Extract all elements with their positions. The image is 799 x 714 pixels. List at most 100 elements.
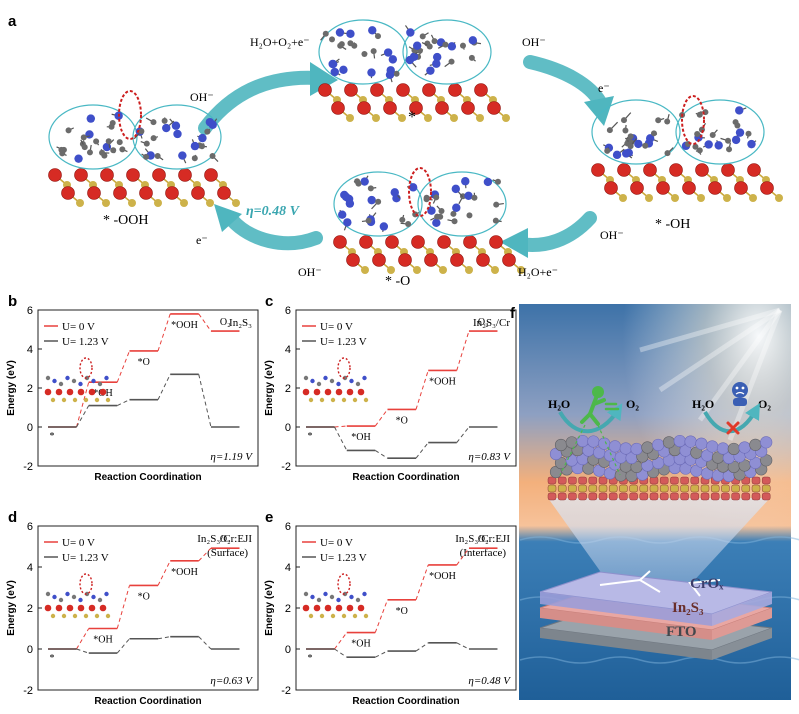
- energy-connector: [198, 547, 212, 562]
- oxygen-atom: [77, 388, 85, 396]
- nitrogen-atom: [432, 59, 441, 68]
- nitrogen-atom: [368, 26, 377, 35]
- step-bottom-left-in: OH⁻: [298, 265, 322, 279]
- sulfur-atom: [741, 484, 751, 493]
- ligand-atom: [362, 375, 367, 381]
- left-reactant: H₂O: [548, 397, 570, 411]
- oxygen-atom: [55, 388, 63, 396]
- carbon-atom: [138, 128, 145, 135]
- energy-connector: [157, 636, 171, 640]
- ligand-atom: [310, 594, 315, 600]
- nitrogen-atom: [74, 154, 83, 163]
- nitrogen-atom: [208, 120, 217, 129]
- carbon-atom: [662, 436, 676, 449]
- cycle-arrowhead-top-left: [310, 62, 338, 96]
- sulfur-atom: [105, 613, 111, 619]
- oxygen-atom: [66, 604, 74, 612]
- oxygen-atom: [649, 492, 659, 501]
- nitrogen-atom: [426, 66, 435, 75]
- oxygen-atom: [152, 168, 166, 182]
- sulfur-atom: [659, 484, 669, 493]
- carbon-atom: [80, 134, 87, 141]
- oxygen-atom: [302, 604, 310, 612]
- nitrogen-atom: [447, 42, 457, 51]
- nitrogen-atom: [461, 177, 470, 186]
- sulfur-atom: [50, 613, 56, 619]
- energy-connector: [334, 425, 347, 428]
- nitrogen-atom: [406, 28, 415, 37]
- carbon-atom: [664, 118, 671, 125]
- oxygen-atom: [659, 492, 669, 501]
- legend-label: U= 0 V: [320, 537, 353, 549]
- oxygen-atom: [670, 492, 679, 501]
- carbon-atom: [459, 42, 466, 49]
- oxygen-atom: [191, 186, 205, 200]
- carbon-atom: [204, 128, 211, 135]
- ligand-atom: [97, 381, 103, 387]
- carbon-atom: [150, 135, 157, 142]
- carbon-atom: [493, 201, 500, 208]
- oxygen-atom: [734, 181, 748, 195]
- sulfur-atom: [180, 199, 188, 207]
- carbon-atom: [393, 70, 400, 77]
- active-site-highlight: [79, 357, 93, 379]
- y-tick-label: 6: [27, 305, 33, 317]
- y-tick-label: 2: [285, 603, 291, 615]
- sulfur-atom: [450, 114, 458, 122]
- left-reaction-arrow: [558, 403, 623, 434]
- sulfur-atom: [476, 114, 484, 122]
- energy-connector: [456, 330, 470, 371]
- oxygen-atom: [77, 604, 85, 612]
- cluster-outline: [675, 99, 765, 165]
- panel-title: In₂S₃/Cr:EJI: [197, 533, 252, 545]
- sulfur-atom: [72, 613, 78, 619]
- overpotential-label: η=1.19 V: [210, 451, 253, 463]
- panel-subtitle: (Interface): [460, 547, 507, 559]
- carbon-atom: [442, 41, 449, 48]
- left-product: O₂: [626, 397, 639, 411]
- carbon-atom: [59, 150, 66, 157]
- step-bottom-left-out: e⁻: [196, 233, 208, 247]
- sulfur-atom: [341, 397, 347, 403]
- cluster-outline: [417, 171, 507, 237]
- overpotential-label: η=0.48 V: [468, 675, 511, 687]
- carbon-atom: [492, 217, 499, 224]
- nitrogen-atom: [452, 203, 461, 212]
- inset-structure: [302, 357, 369, 403]
- carbon-atom: [423, 196, 430, 203]
- energy-connector: [157, 374, 171, 400]
- carbon-atom: [494, 178, 501, 185]
- step-label: *OOH: [171, 567, 198, 578]
- legend-label: U= 0 V: [62, 321, 95, 333]
- overpotential-label: η=0.63 V: [210, 675, 253, 687]
- ligand-atom: [336, 597, 341, 603]
- sulfur-atom: [83, 397, 89, 403]
- sulfur-atom: [671, 194, 679, 202]
- oxygen-atom: [568, 492, 577, 501]
- carbon-atom: [745, 130, 752, 137]
- carbon-atom: [375, 198, 382, 205]
- panel-title: In₂S₃/Cr: [473, 317, 510, 329]
- oxygen-atom: [630, 181, 644, 195]
- nitrogen-atom: [760, 436, 773, 449]
- right-reactant: H₂O: [692, 397, 714, 411]
- carbon-atom: [354, 178, 361, 185]
- nitrogen-atom: [621, 149, 631, 158]
- sulfur-atom: [72, 397, 78, 403]
- y-tick-label: 4: [285, 344, 291, 356]
- energy-connector: [76, 382, 90, 428]
- state-label-ooh: * -OOH: [103, 213, 149, 228]
- sulfur-atom: [680, 484, 689, 493]
- oxygen-atom: [588, 492, 598, 501]
- carbon-atom: [696, 147, 703, 154]
- nitrogen-atom: [360, 177, 369, 186]
- step-label: *: [50, 653, 55, 664]
- step-label: *O: [138, 591, 150, 602]
- carbon-atom: [108, 123, 115, 130]
- oxygen-atom: [489, 235, 503, 249]
- step-label: *: [308, 431, 313, 442]
- oxygen-atom: [741, 492, 751, 501]
- active-site-highlight: [337, 357, 351, 379]
- step-top-out: H₂O+O₂+e⁻: [250, 35, 310, 49]
